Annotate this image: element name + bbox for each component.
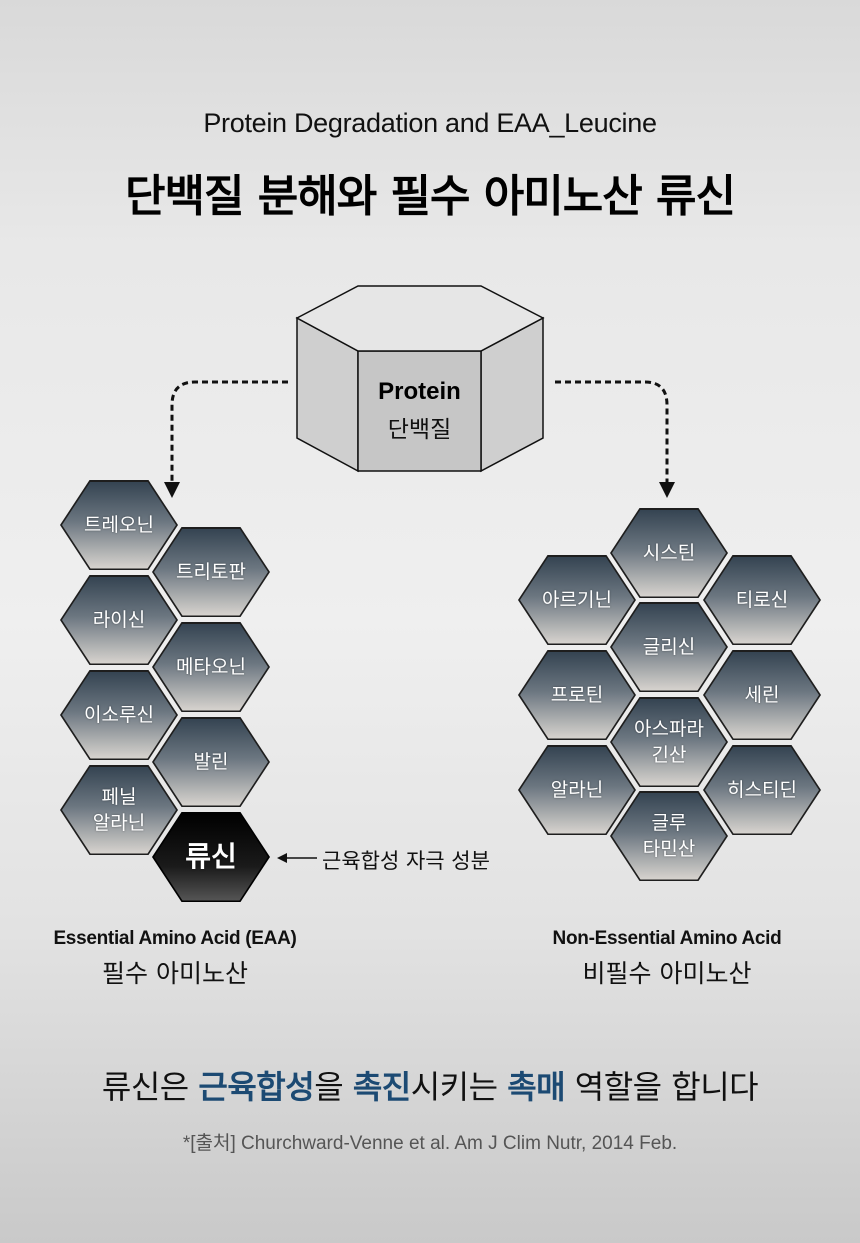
nonessential-label-ko: 비필수 아미노산 [582, 959, 752, 988]
hex-tyrosine: 티로신 [703, 555, 821, 645]
hex-label: 히스티딘 [705, 746, 819, 834]
hex-serine: 세린 [703, 650, 821, 740]
arrow-left-icon [277, 853, 317, 863]
essential-label: Essential Amino Acid (EAA) 필수 아미노산 [5, 928, 345, 990]
highlight: 근육합성 [198, 1068, 315, 1106]
hex-label: 트리토판 [154, 528, 268, 616]
nonessential-label-en: Non-Essential Amino Acid [552, 928, 782, 949]
hex-label: 글루 타민산 [612, 792, 726, 880]
hex-label: 티로신 [705, 556, 819, 644]
hex-glycine: 글리신 [610, 602, 728, 692]
protein-diagram-lines [164, 285, 675, 498]
hex-label: 이소루신 [62, 671, 176, 759]
hex-label: 세린 [705, 651, 819, 739]
hex-label: 알라닌 [520, 746, 634, 834]
protein-label-en: Protein [378, 378, 461, 405]
text: 시키는 [410, 1068, 508, 1106]
summary-sentence: 류신은 근육합성을 촉진시키는 촉매 역할을 합니다 [0, 1062, 860, 1108]
arrow-to-essential [170, 380, 288, 485]
hex-label: 아르기닌 [520, 556, 634, 644]
hex-proline: 프로틴 [518, 650, 636, 740]
hex-label: 류신 [154, 813, 268, 901]
text: 류신은 [101, 1068, 199, 1106]
source-citation: *[출처] Churchward-Venne et al. Am J Clim … [182, 1133, 678, 1154]
hex-label: 트레오닌 [62, 481, 176, 569]
arrowhead-icon [659, 482, 675, 498]
hex-tryptophan: 트리토판 [152, 527, 270, 617]
hex-arginine: 아르기닌 [518, 555, 636, 645]
hex-phenylalanine: 페닐 알라닌 [60, 765, 178, 855]
hex-glutamine: 글루 타민산 [610, 791, 728, 881]
essential-label-ko: 필수 아미노산 [102, 959, 248, 988]
subtitle: Protein Degradation and EAA_Leucine [203, 108, 657, 138]
highlight: 촉진 [352, 1068, 411, 1106]
hex-isoleucine: 이소루신 [60, 670, 178, 760]
leucine-annotation: 근육합성 자극 성분 [322, 849, 490, 873]
hex-valine: 발린 [152, 717, 270, 807]
hex-aspartic-acid: 아스파라 긴산 [610, 697, 728, 787]
hex-label: 메타오닌 [154, 623, 268, 711]
hex-methionine: 메타오닌 [152, 622, 270, 712]
essential-label-en: Essential Amino Acid (EAA) [53, 928, 297, 949]
hex-label: 프로틴 [520, 651, 634, 739]
text: 을 [314, 1068, 353, 1106]
hex-label: 페닐 알라닌 [62, 766, 176, 854]
text: 역할을 합니다 [565, 1068, 759, 1106]
hex-alanine: 알라닌 [518, 745, 636, 835]
highlight: 촉매 [507, 1068, 566, 1106]
hex-label: 시스틴 [612, 509, 726, 597]
hex-leucine: 류신 [152, 812, 270, 902]
arrow-to-nonessential [555, 380, 669, 485]
page-title: 단백질 분해와 필수 아미노산 류신 [125, 171, 736, 222]
hex-cystine: 시스틴 [610, 508, 728, 598]
hex-label: 라이신 [62, 576, 176, 664]
hex-label: 발린 [154, 718, 268, 806]
protein-label-ko: 단백질 [387, 417, 452, 443]
hex-label: 아스파라 긴산 [612, 698, 726, 786]
hex-lysine: 라이신 [60, 575, 178, 665]
protein-prism [295, 285, 545, 473]
hex-histidine: 히스티딘 [703, 745, 821, 835]
arrowhead-icon [164, 482, 180, 498]
nonessential-label: Non-Essential Amino Acid 비필수 아미노산 [497, 928, 837, 990]
hex-label: 글리신 [612, 603, 726, 691]
